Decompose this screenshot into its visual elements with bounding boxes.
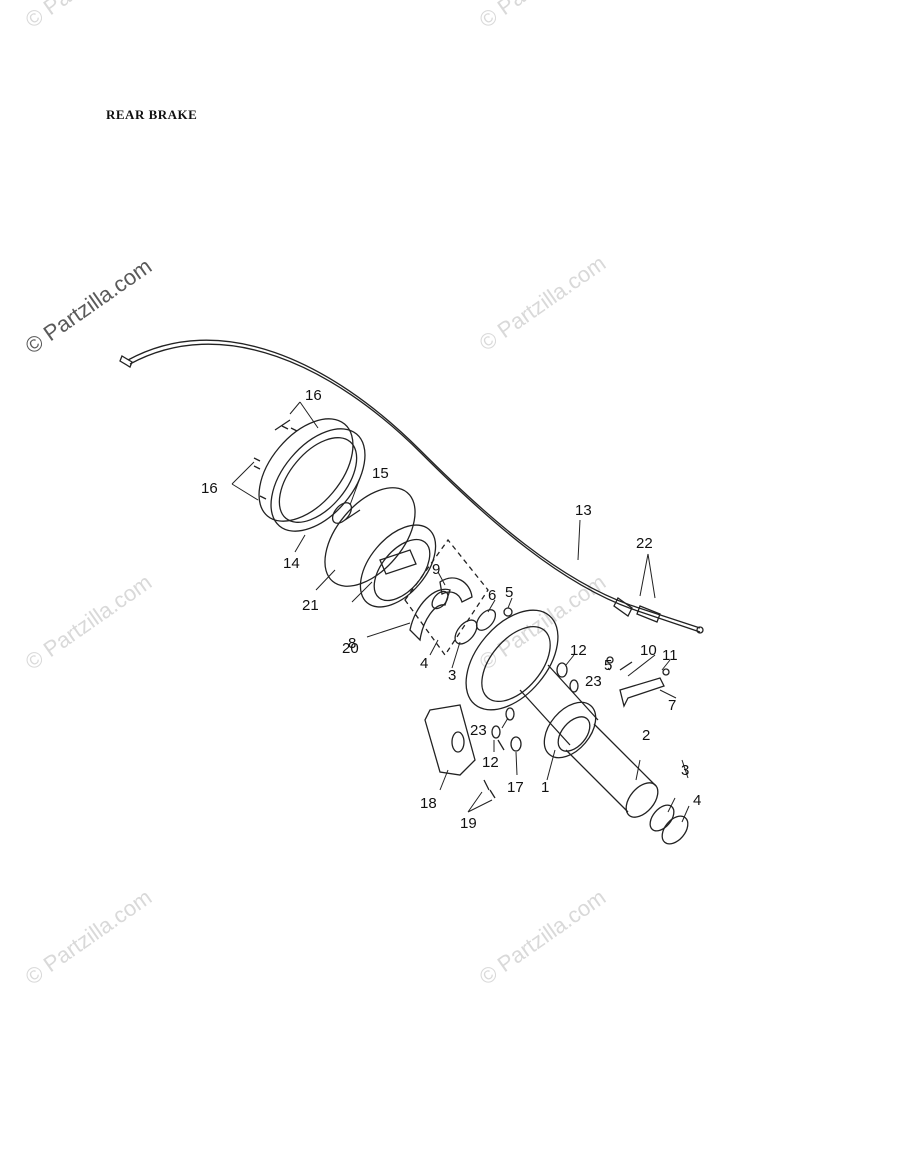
callout-23: 23 <box>585 673 602 690</box>
callout-4b: 4 <box>693 792 701 809</box>
axle-shaft <box>565 723 659 818</box>
leader-lines <box>231 401 690 823</box>
spacer <box>475 609 497 631</box>
diagram-title: REAR BRAKE <box>106 107 198 122</box>
callout-15: 15 <box>372 465 389 482</box>
shoe-group-box <box>404 538 489 657</box>
grease-nipple <box>503 607 513 617</box>
callout-11: 11 <box>662 647 678 664</box>
callout-16: 16 <box>305 387 322 404</box>
callout-12: 12 <box>570 642 587 659</box>
bracket <box>424 704 496 799</box>
callout-9: 9 <box>432 561 440 578</box>
callout-6: 6 <box>488 587 496 604</box>
callout-3b: 3 <box>681 762 689 779</box>
callout-22: 22 <box>636 535 653 552</box>
callout-16b: 16 <box>201 480 218 497</box>
callout-2: 2 <box>642 727 650 744</box>
brake-arm <box>606 656 670 708</box>
callout-12b: 12 <box>482 754 499 771</box>
callout-8: 8 <box>348 635 356 652</box>
callout-23b: 23 <box>470 722 487 739</box>
brake-shoes <box>409 577 473 642</box>
callout-13: 13 <box>575 502 592 519</box>
callout-17: 17 <box>507 779 524 796</box>
mount-bolts <box>491 662 579 752</box>
brake-cable <box>119 339 704 634</box>
end-seal <box>661 815 689 845</box>
callout-20: 20 <box>342 640 359 657</box>
callout-labels: 1 2 3 3 4 4 5 5 6 7 8 9 10 11 12 12 13 1… <box>201 387 701 832</box>
gasket <box>324 487 416 587</box>
callout-1: 1 <box>541 779 549 796</box>
callout-7: 7 <box>668 697 676 714</box>
callout-18: 18 <box>420 795 437 812</box>
brake-drum <box>258 418 366 532</box>
callout-5b: 5 <box>604 657 612 674</box>
callout-3: 3 <box>448 667 456 684</box>
drum-bolts <box>253 425 298 500</box>
seal <box>331 502 353 524</box>
callout-10: 10 <box>640 642 657 659</box>
bearing <box>454 619 478 645</box>
callout-21: 21 <box>302 597 319 614</box>
callout-19: 19 <box>460 815 477 832</box>
callout-4: 4 <box>420 655 428 672</box>
end-bearing <box>649 804 675 832</box>
callout-14: 14 <box>283 555 300 572</box>
callout-5: 5 <box>505 584 513 601</box>
axle-housing <box>465 609 599 759</box>
